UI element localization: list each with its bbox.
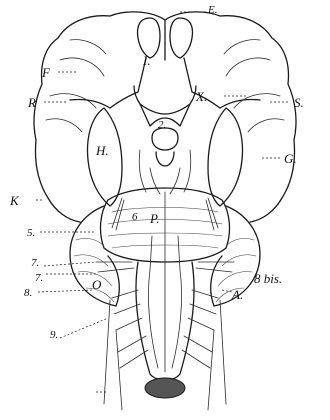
label-h: H.	[96, 144, 109, 157]
label-i: I.	[143, 54, 151, 67]
label-p: P.	[150, 212, 160, 225]
label-a: A.	[232, 288, 243, 301]
label-9: 9.	[50, 330, 58, 341]
label-s: S.	[294, 96, 304, 109]
label-o: O	[92, 278, 101, 291]
label-e: E.	[208, 5, 217, 16]
frontal-gyri-right	[224, 40, 284, 132]
label-5: 5.	[27, 228, 35, 239]
orbital-surface	[70, 99, 260, 108]
olfactory-bulb-right	[170, 18, 193, 58]
frontal-gyri-left	[46, 40, 106, 132]
label-f: F	[42, 66, 50, 79]
optic-nerves	[134, 86, 196, 104]
label-8-bis: 8 bis.	[254, 272, 282, 285]
label-7a: 7.	[31, 258, 39, 269]
leader-lines	[36, 12, 288, 392]
pyramids	[148, 262, 181, 372]
hypophysis-region	[152, 128, 178, 166]
temporal-lobe-right	[208, 108, 242, 206]
label-x: X.	[196, 90, 207, 103]
olfactory-bulb-left	[138, 18, 161, 58]
label-7b: 7.	[35, 273, 43, 284]
label-k: K	[10, 194, 19, 207]
label-8: 8.	[24, 288, 32, 299]
label-6: 6	[132, 212, 138, 223]
label-g: G.	[284, 152, 297, 165]
label-2: 2.	[158, 120, 166, 131]
spinal-cord-section	[145, 378, 185, 398]
label-r: R	[28, 96, 36, 109]
